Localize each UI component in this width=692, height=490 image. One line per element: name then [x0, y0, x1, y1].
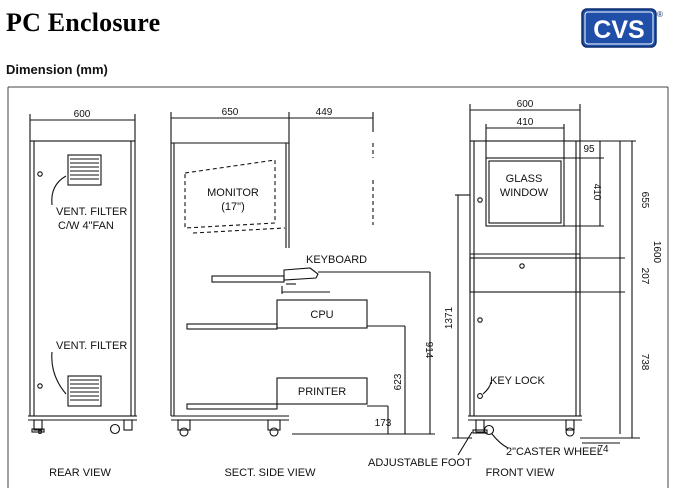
- front-glass-label-2: WINDOW: [500, 187, 549, 199]
- rear-vent-filter-label: VENT. FILTER: [56, 340, 127, 352]
- logo-registered-mark: ®: [657, 10, 663, 19]
- front-view-caption: FRONT VIEW: [486, 467, 555, 479]
- side-depth-dim: 650: [222, 107, 239, 118]
- front-655-dim: 655: [639, 192, 650, 209]
- front-key-lock: [477, 393, 483, 399]
- side-keyboard-label: KEYBOARD: [306, 254, 367, 266]
- side-914-dim: 914: [423, 342, 434, 359]
- front-keyboard-drawer: [469, 257, 581, 293]
- side-view-caption: SECT. SIDE VIEW: [224, 467, 316, 479]
- side-cpu-box: [276, 299, 368, 329]
- side-monitor-outline: [184, 159, 276, 229]
- front-glass-label-1: GLASS: [506, 173, 543, 185]
- side-173-dim: 173: [375, 418, 392, 429]
- front-207-dim: 207: [639, 268, 650, 285]
- rear-width-dim: 600: [74, 109, 91, 120]
- rear-lower-vent-grille: [67, 375, 102, 407]
- side-keyboard: [283, 267, 319, 281]
- front-1600-dim: 1600: [651, 241, 662, 264]
- front-view: [452, 104, 640, 456]
- page-title: PC Enclosure: [6, 8, 161, 37]
- side-623-dim: 623: [393, 373, 404, 390]
- front-95-dim: 95: [583, 144, 595, 155]
- side-monitor-label-2: (17"): [221, 201, 244, 213]
- front-738-dim: 738: [639, 354, 650, 371]
- drawing-sheet: 600 VENT. FILTER C/W 4"FAN VENT. FILTER …: [0, 84, 692, 490]
- rear-vent-filter-fan-label-1: VENT. FILTER: [56, 206, 127, 218]
- rear-foot-left: [33, 419, 43, 431]
- front-caster-label: 2"CASTER WHEEL: [506, 446, 603, 458]
- front-key-lock-label: KEY LOCK: [490, 375, 545, 387]
- front-glass-window: [485, 157, 565, 227]
- front-adjustable-foot-label: ADJUSTABLE FOOT: [368, 457, 472, 469]
- side-foot-left: [177, 419, 191, 431]
- rear-foot-right: [123, 419, 133, 431]
- enclosure-drawing: 600 VENT. FILTER C/W 4"FAN VENT. FILTER …: [7, 86, 669, 488]
- side-printer-label: PRINTER: [298, 386, 346, 398]
- side-printer-shelf: [186, 403, 278, 410]
- front-window-width-dim: 410: [517, 117, 534, 128]
- logo-text: CVS: [593, 16, 644, 44]
- logo-badge: [581, 8, 657, 48]
- side-monitor-label-1: MONITOR: [207, 187, 259, 199]
- rear-upper-vent-grille: [67, 154, 102, 186]
- cvs-logo: CVS ®: [581, 8, 663, 48]
- front-74-dim: 74: [597, 444, 609, 455]
- side-cpu-shelf: [186, 323, 278, 330]
- side-cpu-label: CPU: [310, 309, 333, 321]
- front-caster-wheel: [483, 424, 495, 436]
- front-width-dim: 600: [517, 99, 534, 110]
- rear-caster: [109, 423, 121, 435]
- side-keyboard-shelf: [211, 275, 285, 283]
- side-view: [170, 112, 435, 437]
- front-410-vertical-dim: 410: [591, 184, 602, 201]
- dimension-unit-label: Dimension (mm): [6, 62, 108, 77]
- front-1371-dim: 1371: [444, 306, 455, 329]
- rear-vent-filter-fan-label-2: C/W 4"FAN: [58, 220, 114, 232]
- side-449-dim: 449: [316, 107, 333, 118]
- side-printer-box: [276, 377, 368, 405]
- rear-cabinet: [29, 140, 136, 417]
- side-foot-right: [267, 419, 281, 431]
- rear-view: [28, 114, 137, 435]
- rear-view-caption: REAR VIEW: [49, 467, 111, 479]
- front-adjustable-foot: [475, 419, 485, 433]
